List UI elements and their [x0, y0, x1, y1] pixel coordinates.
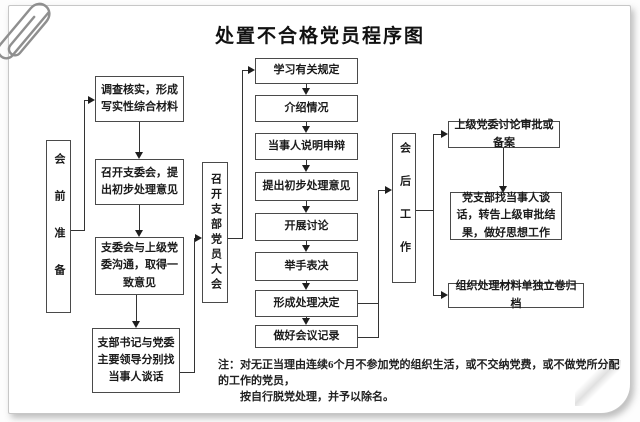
step-introduce-situation: 介绍情况	[255, 95, 358, 122]
connector	[433, 295, 441, 296]
arrowhead	[135, 230, 143, 237]
connector	[378, 190, 385, 191]
connector	[433, 134, 434, 296]
connector	[306, 84, 307, 89]
arrowhead	[385, 186, 392, 194]
connector	[306, 201, 307, 207]
connector	[242, 70, 243, 239]
step-vote-by-hands: 举手表决	[255, 252, 358, 281]
step-person-explain-defend: 当事人说明申辩	[255, 133, 358, 160]
connector	[358, 303, 379, 304]
arrowhead	[248, 66, 255, 74]
connector	[378, 190, 379, 338]
connector	[136, 295, 137, 322]
arrowhead	[135, 152, 143, 159]
step-form-decision: 形成处理决定	[255, 290, 358, 317]
footnote-line-1: 注：对无正当理由连续6个月不参加党的组织生活，或不交纳党费，或不做党所分配的工作…	[218, 359, 620, 387]
phase-label-branch-meeting: 召开支部党员大会	[202, 162, 228, 303]
step-communicate-upper-committee: 支委会与上级党委沟通，取得一致意见	[95, 237, 184, 295]
connector	[433, 134, 441, 135]
phase-label-pre-meeting: 会前准备	[46, 140, 71, 313]
arrowhead	[195, 234, 202, 242]
connector	[306, 160, 307, 166]
connector	[139, 205, 140, 231]
arrowhead	[302, 283, 310, 290]
phase-label-post-meeting: 会后工作	[392, 133, 416, 283]
connector	[84, 100, 89, 101]
arrowhead	[302, 165, 310, 172]
step-upper-committee-approval: 上级党委讨论审批或备案	[448, 119, 560, 149]
step-archive-materials: 组织处理材料单独立卷归档	[448, 280, 584, 310]
arrowhead	[132, 321, 140, 328]
connector	[358, 337, 379, 338]
step-preliminary-opinion: 提出初步处理意见	[255, 172, 358, 201]
connector	[416, 210, 434, 211]
connector	[84, 100, 85, 231]
step-branch-committee-meeting: 召开支委会，提出初步处理意见	[95, 159, 184, 205]
connector	[71, 230, 85, 231]
arrowhead	[302, 126, 310, 133]
connector	[306, 281, 307, 284]
step-meeting-minutes: 做好会议记录	[255, 325, 358, 348]
connector	[194, 238, 195, 373]
connector	[139, 122, 140, 153]
arrowhead	[302, 206, 310, 213]
arrowhead	[302, 88, 310, 95]
arrowhead	[441, 291, 448, 299]
footnote-line-2: 按自行脱党处理，并予以除名。	[240, 390, 394, 403]
connector	[228, 238, 243, 239]
step-inform-result-ideological-work: 党支部找当事人谈话，转告上级审批结果，做好思想工作	[450, 192, 562, 240]
arrowhead	[302, 318, 310, 325]
arrowhead	[499, 186, 507, 193]
paperclip-icon	[0, 2, 51, 60]
step-study-regulations: 学习有关规定	[255, 58, 358, 84]
footnote: 注：对无正当理由连续6个月不参加党的组织生活，或不交纳党费，或不做党所分配的工作…	[218, 358, 622, 406]
step-discussion: 开展讨论	[255, 213, 358, 241]
step-investigate-verify: 调查核实，形成写实性综合材料	[95, 76, 184, 122]
connector	[306, 241, 307, 246]
connector	[503, 148, 504, 187]
step-leaders-talk-with-person: 支部书记与党委主要领导分别找当事人谈话	[92, 328, 180, 393]
arrowhead	[88, 96, 95, 104]
connector	[180, 372, 195, 373]
connector	[306, 122, 307, 127]
arrowhead	[302, 245, 310, 252]
connector	[242, 70, 248, 71]
page-title: 处置不合格党员程序图	[214, 26, 425, 47]
arrowhead	[441, 130, 448, 138]
